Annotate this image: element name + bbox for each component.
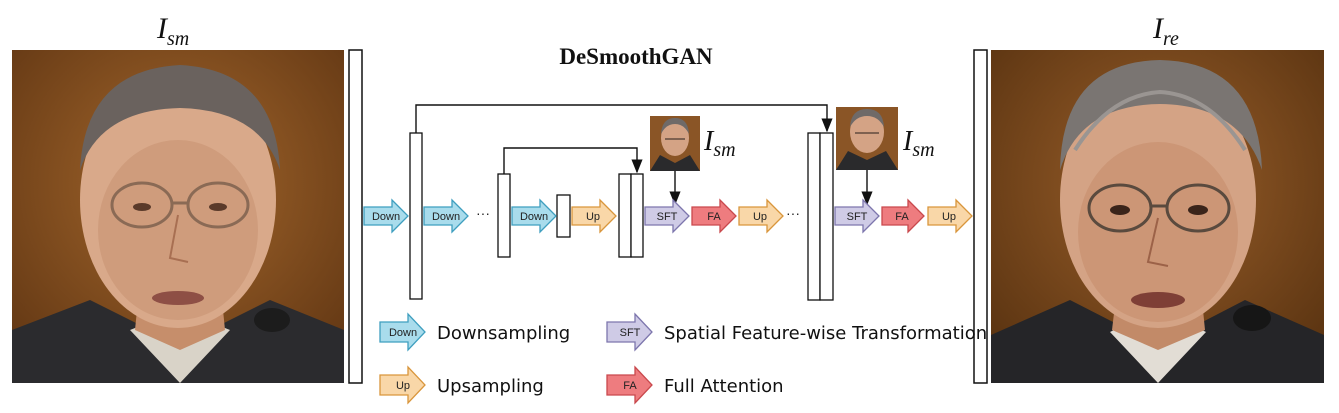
condition-thumbnail-1 [650, 116, 700, 171]
condition-label-2: Ism [902, 126, 935, 161]
legend-text-downsampling: Downsampling [437, 323, 570, 344]
encoder-bar-2 [497, 173, 511, 258]
diagram-title: DeSmoothGAN [559, 44, 713, 69]
legend-text-sft: Spatial Feature-wise Transformation [664, 323, 987, 344]
svg-text:SFT: SFT [657, 211, 678, 223]
up-block-3: Up [927, 198, 973, 234]
svg-text:Up: Up [753, 211, 767, 223]
skip-connection-outer [415, 104, 833, 133]
legend: Down Downsampling SFT Spatial Feature-wi… [379, 312, 987, 405]
svg-text:Up: Up [396, 380, 410, 392]
svg-text:FA: FA [623, 380, 637, 392]
output-restored-photo [991, 50, 1324, 383]
bottleneck-bar [556, 194, 571, 238]
decoder-bar-1a [618, 173, 632, 258]
output-feature-bar [973, 49, 988, 384]
skip-connection-inner [503, 147, 643, 174]
output-label: Ire [1152, 12, 1179, 50]
svg-text:Down: Down [432, 211, 460, 223]
legend-swatch-up: Up [379, 365, 426, 405]
down-block-1: Down [363, 198, 409, 234]
svg-text:Down: Down [520, 211, 548, 223]
down-block-3: Down [511, 198, 557, 234]
legend-swatch-fa: FA [606, 365, 653, 405]
legend-swatch-down: Down [379, 312, 426, 352]
ellipsis-2: ··· [786, 205, 800, 221]
input-feature-bar [348, 49, 363, 384]
svg-text:Up: Up [586, 211, 600, 223]
input-smoothed-photo [12, 50, 344, 383]
svg-text:Down: Down [372, 211, 400, 223]
svg-text:FA: FA [707, 211, 721, 223]
sft-block-1: SFT [644, 198, 690, 234]
input-label: Ism [156, 12, 189, 50]
condition-thumbnail-2 [836, 107, 898, 170]
svg-text:FA: FA [895, 211, 909, 223]
down-block-2: Down [423, 198, 469, 234]
encoder-bar-1 [409, 132, 423, 300]
svg-text:SFT: SFT [620, 327, 641, 339]
legend-text-full-attention: Full Attention [664, 376, 784, 397]
up-block-1: Up [571, 198, 617, 234]
decoder-bar-2a [807, 132, 821, 301]
legend-text-upsampling: Upsampling [437, 376, 544, 397]
legend-swatch-sft: SFT [606, 312, 653, 352]
sft-block-2: SFT [834, 198, 880, 234]
svg-text:Up: Up [942, 211, 956, 223]
svg-text:Down: Down [389, 327, 417, 339]
svg-text:SFT: SFT [847, 211, 868, 223]
up-block-2: Up [738, 198, 784, 234]
condition-label-1: Ism [703, 126, 736, 161]
ellipsis-1: ··· [476, 205, 490, 221]
decoder-bar-1b [630, 173, 644, 258]
fa-block-2: FA [881, 198, 925, 234]
fa-block-1: FA [691, 198, 737, 234]
decoder-bar-2b [819, 132, 834, 301]
